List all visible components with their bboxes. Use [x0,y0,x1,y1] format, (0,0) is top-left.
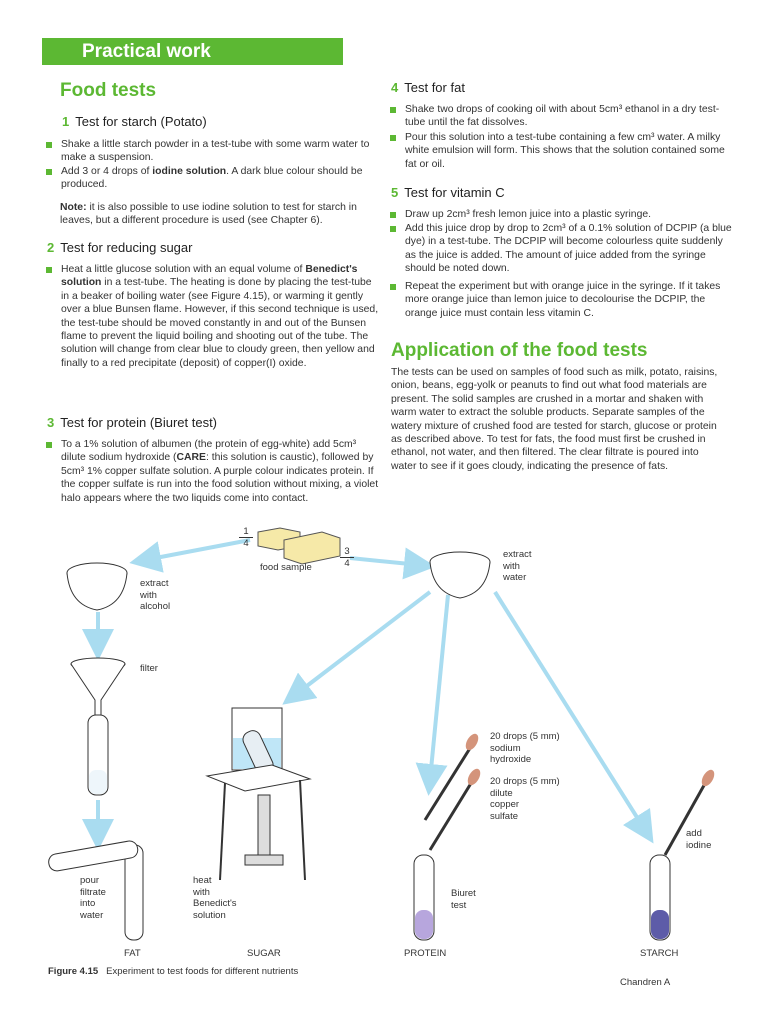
fat-bullet-1: Shake two drops of cooking oil with abou… [390,103,735,130]
arrow-to-starch [493,590,654,844]
application-text: The tests can be used on samples of food… [391,367,718,472]
arrow-to-alcohol [129,538,251,573]
dropper-cuso4 [428,768,481,851]
label-sugar: SUGAR [247,948,281,959]
starch-bullet-2: Add 3 or 4 drops of iodine solution. A d… [46,165,379,192]
food-sample-blocks [257,527,341,565]
food-test-diagram [48,527,715,941]
sugar-bullet-1: Heat a little glucose solution with an e… [46,263,379,370]
label-fat: FAT [124,948,141,959]
starch-bullet-1: Shake a little starch powder in a test-t… [46,138,379,165]
vitc-bullet-1: Draw up 2cm³ fresh lemon juice into a pl… [390,208,735,221]
arrow-to-sugar [282,590,432,705]
fat-bullet-2: Pour this solution into a test-tube cont… [390,131,735,171]
practical-work-banner: Practical work [42,38,343,65]
arrow-to-protein [415,594,450,796]
food-tests-heading: Food tests [60,80,157,101]
vitc-bullet-3: Repeat the experiment but with orange ju… [390,280,735,320]
protein-test-tube [413,854,435,941]
label-food-sample: food sample [260,562,312,573]
water-bath-apparatus [205,707,312,881]
label-filter: filter [140,663,158,674]
label-protein: PROTEIN [404,948,447,959]
mortar-alcohol [66,562,128,611]
vitc-bullet-2: Add this juice drop by drop to 2cm³ of a… [390,222,735,276]
starch-note: Note: it is also possible to use iodine … [60,202,357,227]
dropper-iodine [663,769,715,856]
filter-funnel [70,657,126,796]
fat-test-tubes [48,840,144,941]
protein-bullet-1: To a 1% solution of albumen (the protein… [46,438,379,505]
label-starch: STARCH [640,948,679,959]
credit-text: Chandren A [620,977,671,988]
application-heading: Application of the food tests [391,340,648,361]
arrow-to-water [349,547,436,580]
dropper-naoh [423,733,479,821]
mortar-water [429,551,491,599]
starch-test-tube [649,854,671,941]
flow-arrows [82,538,654,851]
